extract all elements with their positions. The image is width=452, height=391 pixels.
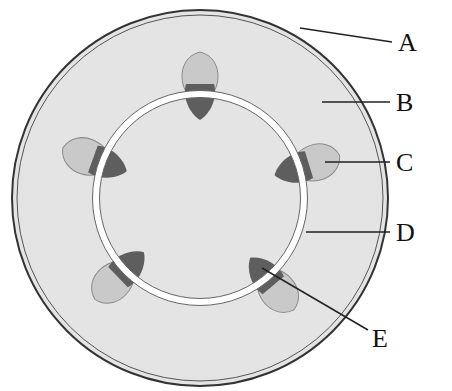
cambium-ring: [96, 94, 304, 302]
part-letter: E: [372, 326, 388, 352]
vascular-bundles: [57, 52, 345, 321]
leader-lines: [262, 28, 392, 330]
part-letter: D: [396, 220, 415, 246]
part-letter: B: [396, 90, 413, 116]
part-letter: C: [396, 150, 413, 176]
epidermis: [12, 10, 388, 386]
part-letter: A: [398, 30, 417, 56]
